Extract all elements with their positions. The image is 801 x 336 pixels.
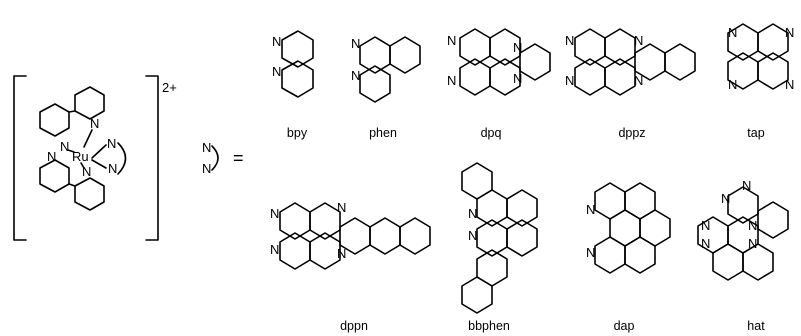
right-bracket: [145, 75, 159, 241]
n-atom: N: [586, 245, 595, 260]
ligand-dppn: N N N N dppn: [270, 200, 431, 333]
bpy-ring: [74, 177, 105, 211]
n-atom: N: [272, 34, 281, 49]
n-atom: N: [565, 73, 574, 88]
ligand-phen: N N phen: [351, 36, 421, 140]
n-atom: N: [634, 73, 643, 88]
ligand-label: tap: [747, 126, 764, 140]
bpy-ring: [39, 159, 70, 193]
bpy-ring: [39, 103, 70, 137]
n-atom: N: [60, 139, 69, 154]
n-atom: N: [202, 161, 211, 176]
n-atom: N: [513, 71, 522, 86]
n-atom: N: [351, 68, 360, 83]
ligand-label: hat: [747, 319, 765, 333]
n-atom: N: [108, 161, 117, 176]
ligand-hat: N N N N N N hat: [697, 178, 789, 333]
left-bracket: [13, 75, 27, 241]
n-atom: N: [742, 178, 751, 193]
ligand-dpq: N N N N dpq: [447, 28, 551, 140]
chelate-legend: N N =: [202, 140, 244, 176]
n-atom: N: [447, 33, 456, 48]
n-atom: N: [728, 25, 737, 40]
chelate-arc: [211, 145, 219, 171]
n-atom: N: [47, 149, 56, 164]
ligand-tap: N N N N tap: [727, 23, 794, 140]
n-atom: N: [90, 116, 99, 131]
ligand-label: phen: [369, 126, 397, 140]
n-atom: N: [565, 33, 574, 48]
n-atom: N: [272, 64, 281, 79]
chelate-arc: [117, 142, 127, 175]
equals-sign: =: [233, 148, 244, 168]
n-atom: N: [586, 202, 595, 217]
ligand-dap: N N dap: [586, 182, 671, 333]
n-atom: N: [468, 228, 477, 243]
ligand-label: dppn: [340, 319, 368, 333]
n-atom: N: [728, 77, 737, 92]
n-atom: N: [447, 73, 456, 88]
ligand-label: dap: [614, 319, 635, 333]
n-atom: N: [748, 218, 757, 233]
n-atom: N: [721, 191, 730, 206]
n-atom: N: [701, 236, 710, 251]
ligand-label: dppz: [618, 126, 645, 140]
n-atom: N: [107, 136, 116, 151]
n-atom: N: [468, 206, 477, 221]
ru-complex: 2+ N N N N N N Ru: [13, 75, 177, 241]
n-atom: N: [202, 140, 211, 155]
n-atom: N: [785, 25, 794, 40]
ru-atom: Ru: [72, 149, 89, 164]
n-atom: N: [351, 36, 360, 51]
ligand-dppz: N N N N dppz: [565, 28, 696, 140]
n-atom: N: [82, 164, 91, 179]
ligand-label: bpy: [287, 126, 308, 140]
ligand-bbphen: N N bbphen: [461, 162, 538, 333]
n-atom: N: [748, 236, 757, 251]
ligand-bpy: N N bpy: [272, 30, 314, 140]
n-atom: N: [701, 218, 710, 233]
n-atom: N: [270, 242, 279, 257]
n-atom: N: [785, 77, 794, 92]
bpy-ring: [74, 86, 105, 120]
n-atom: N: [634, 33, 643, 48]
n-atom: N: [337, 200, 346, 215]
ligand-label: dpq: [481, 126, 502, 140]
n-atom: N: [513, 40, 522, 55]
complex-charge: 2+: [162, 80, 177, 95]
n-atom: N: [337, 246, 346, 261]
n-atom: N: [270, 206, 279, 221]
ligand-label: bbphen: [468, 319, 510, 333]
